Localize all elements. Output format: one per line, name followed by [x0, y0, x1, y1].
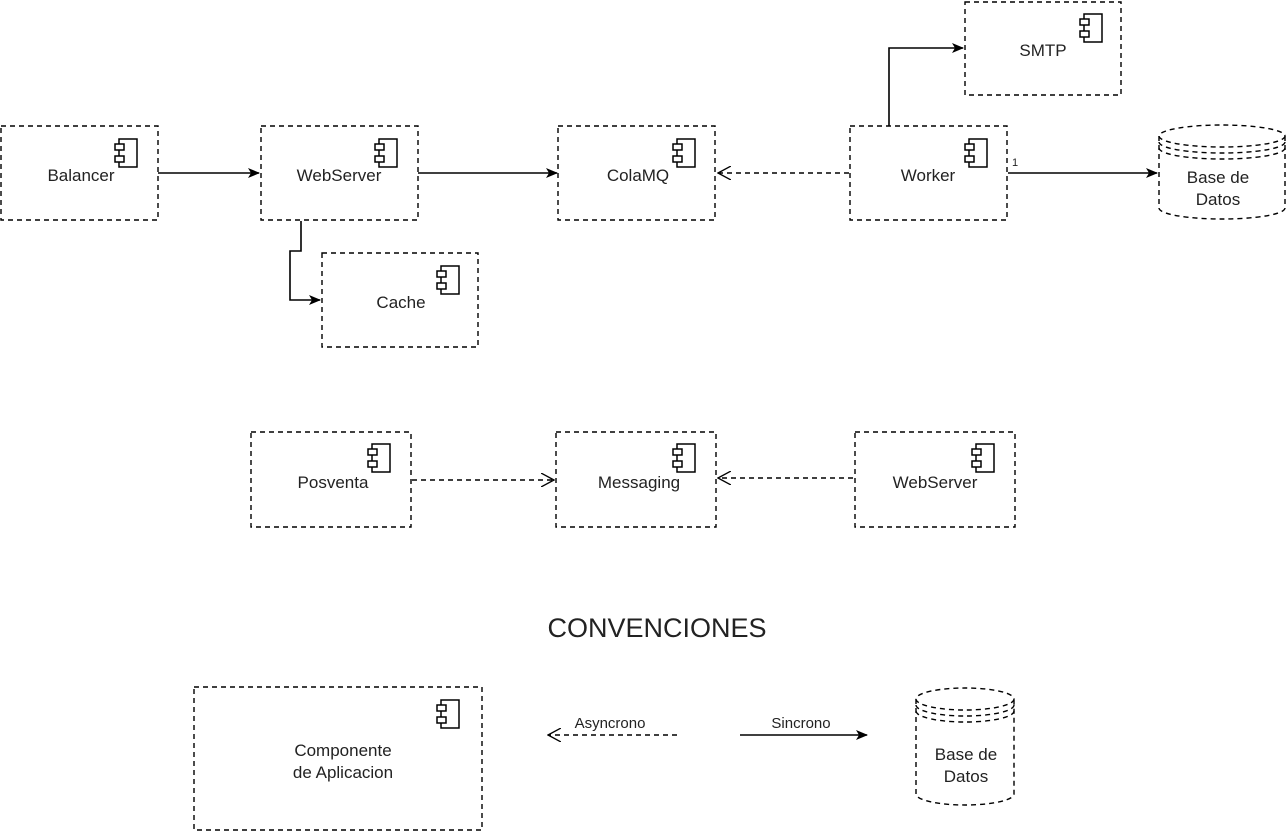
- component-icon: [964, 138, 988, 168]
- database-main: Base de Datos: [1158, 124, 1286, 220]
- component-icon: [367, 443, 391, 473]
- cache-component: Cache: [321, 252, 479, 348]
- database-label-line1: Base de: [1187, 168, 1249, 187]
- posventa-component: Posventa: [250, 431, 412, 528]
- legend-sync-label: Sincrono: [771, 715, 830, 732]
- messaging-component: Messaging: [555, 431, 717, 528]
- legend-db-line1: Base de: [935, 745, 997, 764]
- webserver-to-cache-sync-arrow: [289, 221, 321, 305]
- component-icon: [672, 443, 696, 473]
- component-label: Posventa: [298, 473, 369, 492]
- worker-db-multiplicity: 1: [1012, 157, 1018, 169]
- legend-component: Componente de Aplicacion: [193, 686, 483, 831]
- component-icon: [374, 138, 398, 168]
- worker-component: Worker: [849, 125, 1008, 221]
- component-label: WebServer: [893, 473, 978, 492]
- database-icon: [915, 687, 1015, 806]
- component-label: WebServer: [297, 166, 382, 185]
- component-label: SMTP: [1019, 41, 1066, 60]
- component-icon: [1079, 13, 1103, 43]
- webserver-component: WebServer: [260, 125, 419, 221]
- legend-async: Asyncrono: [548, 715, 677, 735]
- legend-sync: Sincrono: [740, 715, 868, 740]
- legend-database: Base de Datos: [915, 687, 1015, 806]
- component-label: Messaging: [598, 473, 680, 492]
- database-icon: [1158, 124, 1286, 220]
- database-label-line2: Datos: [1196, 190, 1240, 209]
- component-icon: [672, 138, 696, 168]
- component-icon: [971, 443, 995, 473]
- smtp-component: SMTP: [964, 1, 1122, 96]
- component-label: ColaMQ: [607, 166, 669, 185]
- legend-async-label: Asyncrono: [575, 715, 646, 732]
- colamq-component: ColaMQ: [557, 125, 716, 221]
- legend-component-line2: de Aplicacion: [293, 763, 393, 782]
- legend-component-line1: Componente: [294, 741, 391, 760]
- balancer-component: Balancer: [0, 125, 159, 221]
- legend-title: CONVENCIONES: [547, 613, 766, 643]
- component-icon: [436, 265, 460, 295]
- component-label: Balancer: [47, 166, 114, 185]
- component-label: Cache: [376, 293, 425, 312]
- component-icon: [436, 699, 460, 729]
- legend-db-line2: Datos: [944, 767, 988, 786]
- webserver-bottom-component: WebServer: [854, 431, 1016, 528]
- component-icon: [114, 138, 138, 168]
- worker-to-smtp-sync-arrow: [888, 43, 964, 126]
- component-label: Worker: [901, 166, 956, 185]
